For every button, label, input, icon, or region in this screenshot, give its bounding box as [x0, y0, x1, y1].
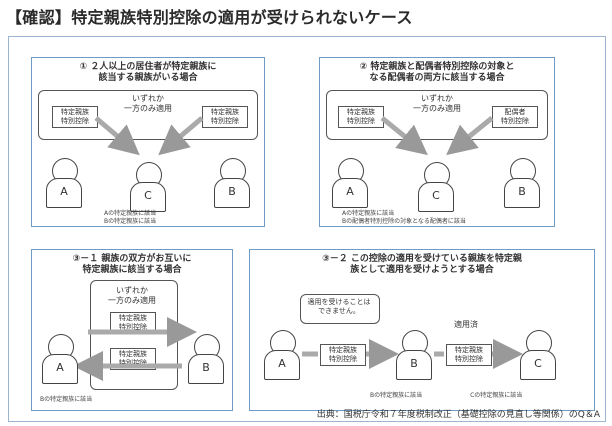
panel-3-2-person-c: C	[520, 330, 556, 380]
panel-1-tag-left: 特定親族 特別控除	[52, 106, 98, 128]
panel-case-1: ① ２人以上の居住者が特定親族に 該当する親族がいる場合 いずれか 一方のみ適用…	[31, 57, 265, 227]
panel-3-2-tag-right: 特定親族 特別控除	[446, 344, 492, 366]
panel-1-title: ① ２人以上の居住者が特定親族に 該当する親族がいる場合	[79, 62, 217, 83]
panel-3-2-msg: 適用を受けることは できません。	[307, 298, 371, 315]
panel-3-2-applied: 適用済	[454, 320, 478, 329]
panel-1-person-b: B	[214, 158, 250, 208]
panel-3-1-person-b: B	[188, 334, 224, 384]
panel-3-2-person-b: B	[396, 330, 432, 380]
panel-2-tag-right: 配偶者 特別控除	[492, 106, 538, 128]
panel-3-2-tag-left: 特定親族 特別控除	[320, 344, 366, 366]
panel-3-2-note: Bの特定親族に該当 Cの特定親族に該当	[370, 392, 523, 399]
panel-case-3-2: ③－２ この控除の適用を受けている親族を特定親 族として適用を受けようとする場合…	[249, 249, 595, 411]
panel-2-person-a: A	[332, 158, 368, 208]
page-title: 【確認】特定親族特別控除の適用が受けられないケース	[6, 8, 413, 27]
panel-3-1-hint-box	[90, 280, 178, 390]
panel-2-person-b: B	[504, 158, 540, 208]
source-citation: 出典：国税庁令和７年度税制改正（基礎控除の見直し等関係）のQ＆A	[316, 410, 600, 420]
panel-3-1-note: Bの特定親族に該当	[40, 396, 93, 403]
panel-case-3-1: ③－１ 親族の双方がお互いに 特定親族に該当する場合 いずれか 一方のみ適用 特…	[31, 249, 233, 411]
panel-3-2-arrows	[302, 339, 523, 369]
panel-3-2-title: ③－２ この控除の適用を受けている親族を特定親 族として適用を受けようとする場合	[322, 254, 522, 275]
panel-2-arrows	[380, 116, 494, 156]
panel-3-1-person-a: A	[42, 334, 78, 384]
panel-1-hint: いずれか 一方のみ適用	[124, 94, 172, 113]
diagram-frame: ① ２人以上の居住者が特定親族に 該当する親族がいる場合 いずれか 一方のみ適用…	[8, 36, 606, 422]
panel-2-tag-left: 特定親族 特別控除	[338, 106, 384, 128]
panel-3-1-hint: いずれか 一方のみ適用	[108, 286, 156, 305]
panel-3-1-title: ③－１ 親族の双方がお互いに 特定親族に該当する場合	[72, 254, 192, 275]
panel-1-person-c: C	[130, 162, 166, 212]
panel-3-1-arrows	[73, 317, 197, 381]
panel-2-note: Aの特定親族に該当 Bの配偶者特別控除の対象となる配偶者に該当	[342, 210, 466, 225]
panel-1-note: Aの特定親族に該当 Bの特定親族に該当	[104, 210, 157, 225]
panel-3-2-person-a: A	[264, 330, 300, 380]
panel-3-2-msg-box	[300, 294, 380, 324]
panel-1-person-a: A	[46, 158, 82, 208]
panel-2-hint: いずれか 一方のみ適用	[413, 94, 461, 113]
panel-1-tag-right: 特定親族 特別控除	[202, 106, 248, 128]
panel-2-person-c: C	[418, 162, 454, 212]
panel-2-title: ② 特定親族と配偶者特別控除の対象と なる配偶者の両方に該当する場合	[359, 62, 515, 83]
panel-case-2: ② 特定親族と配偶者特別控除の対象と なる配偶者の両方に該当する場合 いずれか …	[319, 57, 555, 227]
panel-1-arrows	[94, 116, 204, 156]
